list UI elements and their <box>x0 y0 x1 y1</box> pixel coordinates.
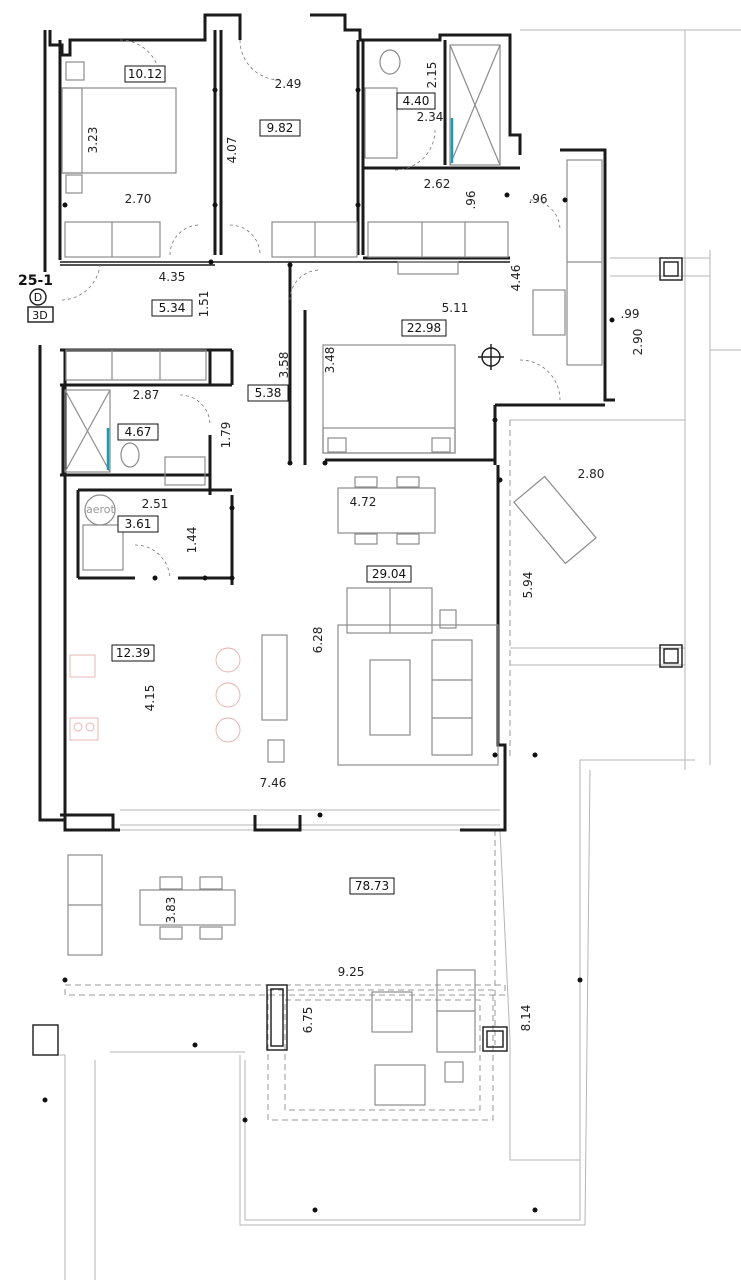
room-area-labels: 10.12 9.82 4.40 5.34 22.98 5.38 4.67 3.6… <box>111 65 447 895</box>
grid-dots <box>42 87 615 1213</box>
living-dining-furniture <box>69 261 566 766</box>
room-area-10: 12.39 <box>111 644 155 662</box>
room-area-text: 10.12 <box>128 67 162 81</box>
dimension-label: 3.23 <box>86 127 100 154</box>
dimension-label: 3.83 <box>164 897 178 924</box>
room-area-text: 12.39 <box>116 646 150 660</box>
dimension-labels: 3.23 2.49 4.07 2.15 2.34 2.70 2.62 .96 .… <box>86 62 645 1034</box>
dimension-label: 2.70 <box>125 192 152 206</box>
dimension-label: 4.72 <box>350 495 377 509</box>
room-area-text: 9.82 <box>267 121 294 135</box>
appliance-label: aerot <box>86 503 116 516</box>
dimension-label: 2.90 <box>631 329 645 356</box>
room-area-text: 5.38 <box>255 386 282 400</box>
view-label: 3D <box>32 309 47 322</box>
dimension-label: 6.28 <box>311 627 325 654</box>
unit-label: 25-1 <box>18 273 53 289</box>
dimension-label: 5.11 <box>442 301 469 315</box>
room-area-text: 3.61 <box>125 517 152 531</box>
dimension-label: 2.80 <box>578 467 605 481</box>
dimension-label: 4.07 <box>225 137 239 164</box>
room-area-text: 22.98 <box>407 321 441 335</box>
dimension-label: 4.46 <box>509 265 523 292</box>
room-area-1: 10.12 <box>124 65 166 83</box>
dimension-label: .96 <box>528 192 547 206</box>
room-area-text: 29.04 <box>372 567 406 581</box>
unit-type-label: D <box>34 291 42 304</box>
dimension-label: 2.62 <box>424 177 451 191</box>
room-area-4: 5.34 <box>151 299 193 317</box>
dimension-label: 1.51 <box>197 291 211 318</box>
wardrobes <box>64 159 603 381</box>
ceiling-light-symbol <box>478 344 504 370</box>
room-area-11: 78.73 <box>349 877 395 895</box>
dimension-label: 3.58 <box>277 352 291 379</box>
dimension-label: 2.15 <box>425 62 439 89</box>
room-area-text: 5.34 <box>159 301 186 315</box>
dimension-label: 9.25 <box>338 965 365 979</box>
dimension-label: 1.79 <box>219 422 233 449</box>
room-area-2: 9.82 <box>259 119 301 137</box>
columns <box>32 257 683 1056</box>
room-area-5: 22.98 <box>401 319 447 337</box>
room-area-text: 4.67 <box>125 425 152 439</box>
dimension-label: 3.48 <box>323 347 337 374</box>
dimension-label: 6.75 <box>301 1007 315 1034</box>
dimension-label: 4.15 <box>143 685 157 712</box>
room-area-7: 4.67 <box>117 423 159 441</box>
dimension-label: 8.14 <box>519 1005 533 1032</box>
room-area-3: 4.40 <box>396 92 436 110</box>
dimension-label: 5.94 <box>521 572 535 599</box>
dimension-label: .99 <box>620 307 639 321</box>
room-area-text: 4.40 <box>403 94 430 108</box>
room-area-8: 3.61 <box>117 515 159 533</box>
unit-identifier: 25-1 D 3D aerot <box>18 273 116 516</box>
dimension-label: 1.44 <box>185 527 199 554</box>
dimension-label: 2.87 <box>133 388 160 402</box>
bathrooms <box>64 44 501 571</box>
dimension-label: 2.51 <box>142 497 169 511</box>
room-area-text: 78.73 <box>355 879 389 893</box>
dimension-label: 7.46 <box>260 776 287 790</box>
dimension-label: .96 <box>464 190 478 209</box>
room-area-6: 5.38 <box>247 384 289 402</box>
dimension-label: 2.34 <box>417 110 444 124</box>
door-swings <box>61 39 561 579</box>
exterior-walls <box>38 13 615 832</box>
terrace-furniture <box>67 475 597 1106</box>
dimension-label: 4.35 <box>159 270 186 284</box>
dimension-label: 2.49 <box>275 77 302 91</box>
beds <box>61 61 456 454</box>
room-area-9: 29.04 <box>366 565 412 583</box>
